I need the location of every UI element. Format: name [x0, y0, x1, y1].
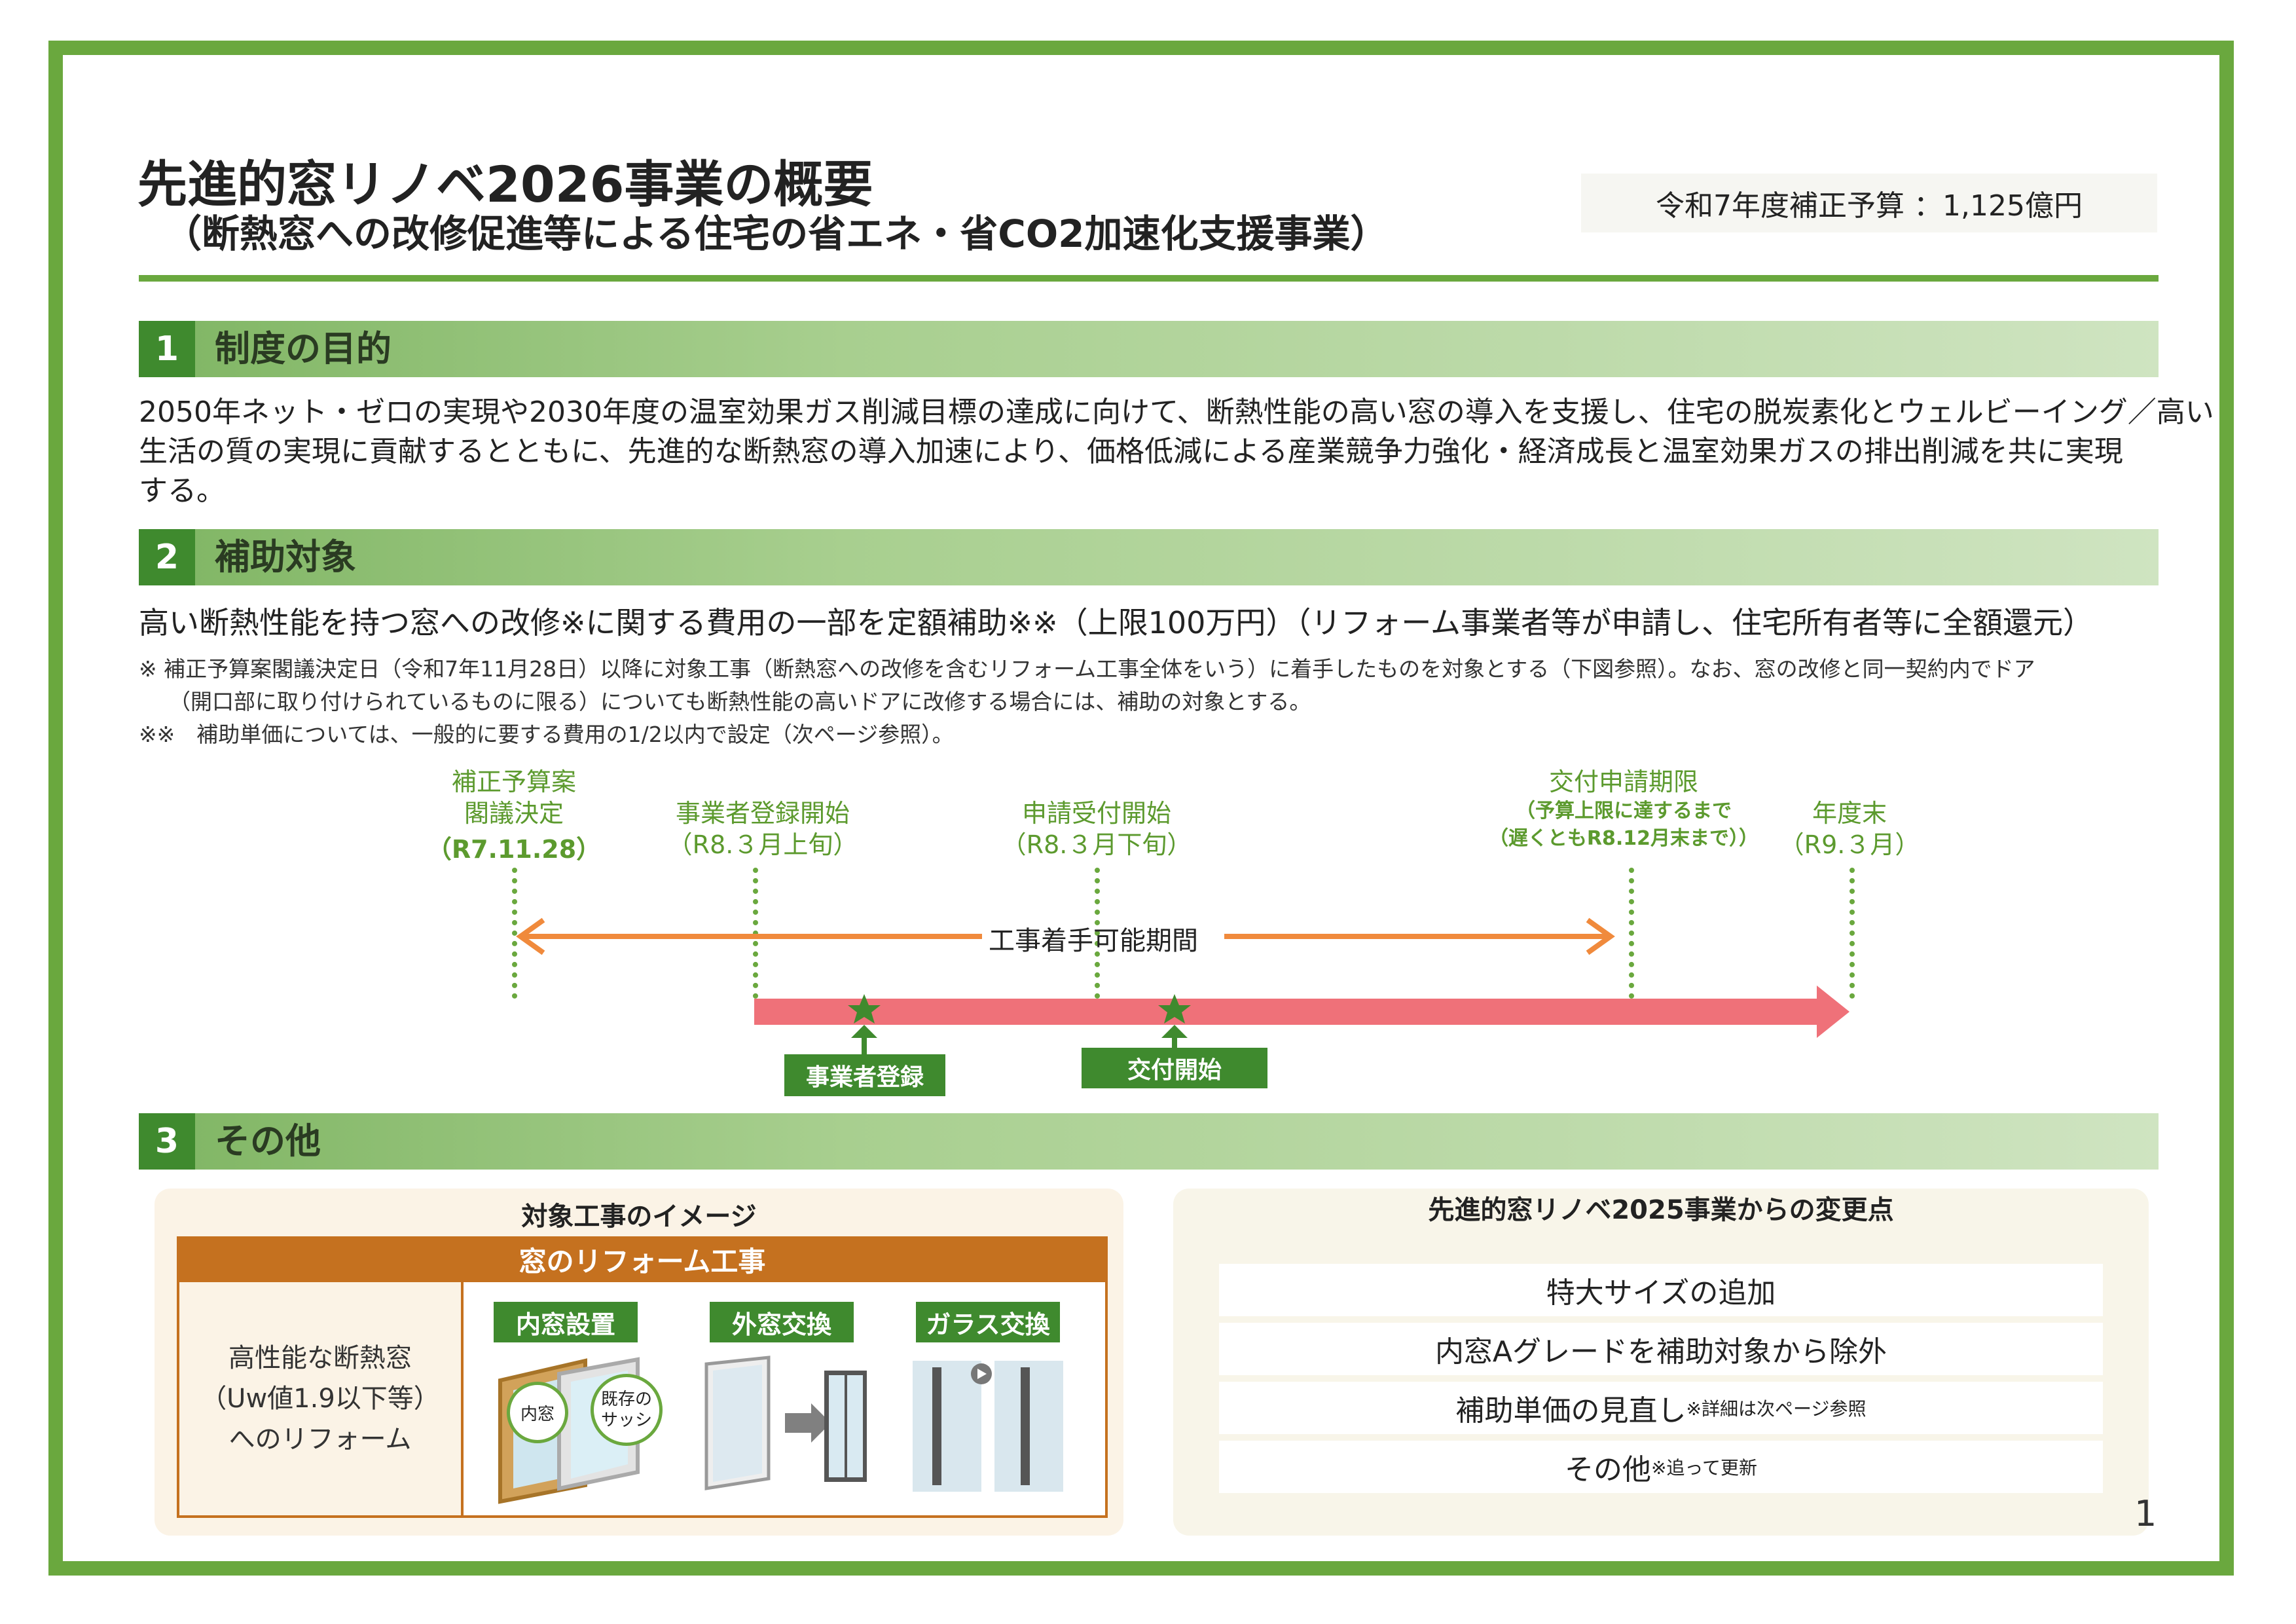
section-1-title: 制度の目的 — [215, 328, 392, 369]
change-item: 内窓Aグレードを補助対象から除外 — [1219, 1323, 2103, 1375]
reform-body: 高性能な断熱窓 （Uw値1.9以下等） へのリフォーム 内窓設置 外窓交換 ガラ… — [177, 1282, 1108, 1518]
change-item: 特大サイズの追加 — [1219, 1264, 2103, 1316]
milestone-application-start: 申請受付開始 （R8.３月下旬） — [1001, 799, 1192, 859]
tag-inner-window: 内窓設置 — [494, 1302, 638, 1342]
header-rule — [139, 275, 2159, 282]
right-arrow-icon — [785, 1403, 831, 1443]
budget-badge: 令和7年度補正予算 ：1,125億円 — [1581, 174, 2157, 232]
section-2-header: 2 補助対象 — [139, 529, 2159, 585]
section-1-body: 2050年ネット・ゼロの実現や2030年度の温室効果ガス削減目標の達成に向けて、… — [139, 393, 2214, 511]
tag-outer-window: 外窓交換 — [710, 1302, 854, 1342]
section-2-main: 高い断熱性能を持つ窓への改修※に関する費用の一部を定額補助※※（上限100万円）… — [139, 605, 2094, 640]
page-title: 先進的窓リノベ2026事業の概要 — [137, 155, 873, 213]
reform-description: 高性能な断熱窓 （Uw値1.9以下等） へのリフォーム — [179, 1282, 461, 1515]
page-number: 1 — [2134, 1493, 2157, 1534]
milestone-fiscal-year-end: 年度末 （R9.３月） — [1779, 799, 1920, 859]
section-1-line: する。 — [139, 474, 225, 507]
construction-period-label: 工事着手可能期間 — [989, 926, 1198, 956]
up-arrow-icon — [1161, 1025, 1188, 1048]
section-3-number: 3 — [139, 1113, 195, 1170]
section-1-header: 1 制度の目的 — [139, 321, 2159, 377]
section-2-title: 補助対象 — [215, 536, 356, 578]
milestone-line — [1095, 868, 1100, 999]
change-item: 補助単価の見直し※詳細は次ページ参照 — [1219, 1382, 2103, 1434]
outer-window-illustration — [704, 1356, 867, 1490]
up-arrow-icon — [851, 1025, 877, 1054]
section-1-line: 2050年ネット・ゼロの実現や2030年度の温室効果ガス削減目標の達成に向けて、… — [139, 396, 2214, 429]
construction-period-arrow — [516, 917, 1615, 955]
milestone-business-registration: 事業者登録開始 （R8.３月上旬） — [667, 799, 858, 859]
section-2-note-1b: （開口部に取り付けられているものに限る）についても断熱性能の高いドアに改修する場… — [169, 689, 1311, 714]
milestone-line — [1850, 868, 1855, 999]
section-3-title: その他 — [215, 1120, 321, 1162]
page-subtitle: （断熱窓への改修促進等による住宅の省エネ・省CO2加速化支援事業） — [164, 212, 1389, 256]
change-item: その他※追って更新 — [1219, 1441, 2103, 1493]
changes-title: 先進的窓リノベ2025事業からの変更点 — [1428, 1195, 1894, 1225]
reform-header: 窓のリフォーム工事 — [177, 1236, 1108, 1282]
section-2-note-1a: ※ 補正予算案閣議決定日（令和7年11月28日）以降に対象工事（断熱窓への改修を… — [139, 656, 2035, 682]
target-work-title: 対象工事のイメージ — [521, 1202, 757, 1232]
milestone-application-deadline: 交付申請期限 （予算上限に達するまで （遅くともR8.12月末まで）） — [1488, 767, 1759, 850]
section-1-number: 1 — [139, 321, 195, 377]
glass-replacement-illustration — [913, 1361, 1063, 1492]
star-icon — [1158, 994, 1191, 1024]
section-3-header: 3 その他 — [139, 1113, 2159, 1170]
milestone-cabinet-decision: 補正予算案 閣議決定 （R7.11.28） — [426, 767, 602, 864]
label-inner-window: 内窓 — [507, 1382, 568, 1443]
section-2-note-2: ※※ 補助単価については、一般的に要する費用の1/2以内で設定（次ページ参照）。 — [139, 722, 954, 747]
grant-start-box: 交付開始 — [1082, 1048, 1267, 1088]
section-2-number: 2 — [139, 529, 195, 585]
label-existing-sash: 既存の サッシ — [591, 1374, 663, 1446]
subsidy-period-arrow — [754, 986, 1850, 1038]
star-icon — [848, 994, 881, 1024]
tag-glass-replacement: ガラス交換 — [916, 1302, 1060, 1342]
milestone-line — [753, 868, 758, 999]
business-registration-box: 事業者登録 — [784, 1054, 945, 1096]
milestone-line — [1629, 868, 1634, 999]
section-1-line: 生活の質の実現に貢献するとともに、先進的な断熱窓の導入加速により、価格低減による… — [139, 435, 2123, 468]
milestone-line — [512, 868, 517, 999]
reform-divider — [461, 1282, 464, 1515]
page-frame — [48, 41, 2234, 1576]
